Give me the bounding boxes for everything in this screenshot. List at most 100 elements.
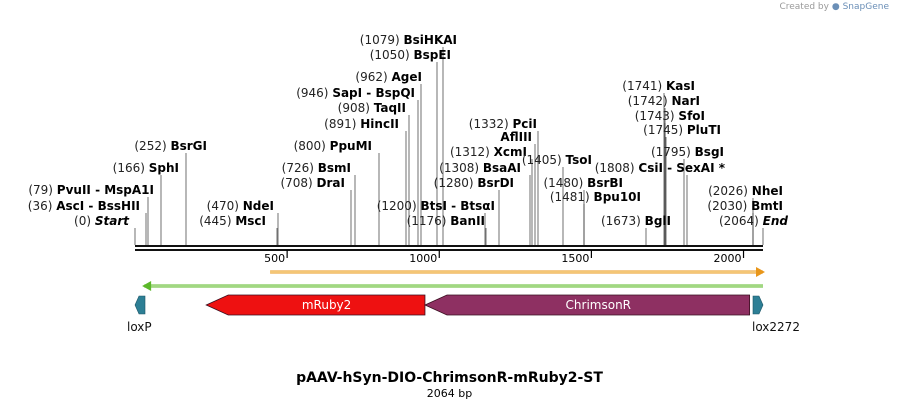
site-label-hincii: (891) HincII — [324, 117, 399, 131]
site-label-csii: (1808) CsiI - SexAI * — [595, 161, 726, 175]
site-position: (2064) — [719, 214, 763, 228]
site-label-text: (252) BsrGI — [134, 139, 207, 153]
site-position: (0) — [74, 214, 95, 228]
site-position: (962) — [355, 70, 391, 84]
site-label-text: (0) Start — [74, 214, 130, 228]
site-label-pluti: (1745) PluTI — [643, 123, 721, 137]
site-label-bspei: (1050) BspEI — [370, 48, 451, 62]
chrimsonr-arrow — [423, 294, 751, 316]
site-label-text: (1795) BsgI — [651, 145, 724, 159]
site-enzyme-name: BsrGI — [170, 139, 207, 153]
site-enzyme-name: NdeI — [243, 199, 274, 213]
site-enzyme-name: BsrBI — [587, 176, 623, 190]
site-label-text: (1176) BanII — [407, 214, 485, 228]
site-label-asci: (36) AscI - BssHII — [28, 199, 140, 213]
site-label-bsrgi: (252) BsrGI — [134, 139, 207, 153]
site-enzyme-name: BsgI — [695, 145, 724, 159]
site-label-text: (1742) NarI — [628, 94, 700, 108]
site-label-text: (1745) PluTI — [643, 123, 721, 137]
site-enzyme-name: Start — [95, 214, 130, 228]
site-label-agei: (962) AgeI — [355, 70, 422, 84]
chrimsonr-label: ChrimsonR — [566, 298, 631, 312]
site-label-bsrdi: (1280) BsrDI — [434, 176, 514, 190]
map-title: pAAV-hSyn-DIO-ChrimsonR-mRuby2-ST — [296, 370, 603, 386]
site-enzyme-name: Bpu10I — [594, 190, 641, 204]
site-label-bsgi: (1795) BsgI — [651, 145, 724, 159]
site-position: (470) — [207, 199, 243, 213]
site-enzyme-name: BanII — [450, 214, 485, 228]
site-label-xcmi: (1312) XcmI — [450, 145, 527, 159]
site-position: (2030) — [707, 199, 751, 213]
site-label-text: (726) BsmI — [282, 161, 351, 175]
site-enzyme-name: AscI - BssHII — [56, 199, 140, 213]
site-label-end: (2064) End — [719, 214, 788, 228]
site-position: (908) — [338, 101, 374, 115]
site-label-text: (1481) Bpu10I — [550, 190, 641, 204]
site-label-text: (2064) End — [719, 214, 788, 228]
site-enzyme-name: PciI — [513, 117, 538, 131]
site-position: (1050) — [370, 48, 414, 62]
site-enzyme-name: BglI — [645, 214, 671, 228]
site-label-text: (1741) KasI — [622, 79, 695, 93]
site-label-taqii: (908) TaqII — [338, 101, 406, 115]
site-enzyme-name: TsoI — [566, 153, 592, 167]
site-enzyme-name: XcmI — [494, 145, 527, 159]
site-label-text: (908) TaqII — [338, 101, 406, 115]
site-position: (1079) — [360, 33, 404, 47]
site-label-text: (946) SapI - BspQI — [296, 86, 415, 100]
site-label-text: (2026) NheI — [708, 184, 783, 198]
site-enzyme-name: End — [763, 214, 789, 228]
site-position: (1332) — [469, 117, 513, 131]
site-label-text: (166) SphI — [113, 161, 179, 175]
ruler-tick-label: 2000 — [714, 252, 742, 265]
site-label-sapi: (946) SapI - BspQI — [296, 86, 415, 100]
site-label-pcii: (1332) PciI — [469, 117, 537, 131]
site-label-text: (79) PvuII - MspA1I — [28, 183, 154, 197]
site-enzyme-name: PluTI — [687, 123, 721, 137]
site-enzyme-name: BsaAI — [483, 161, 521, 175]
site-enzyme-name: KasI — [666, 79, 695, 93]
site-label-bpu10i: (1481) Bpu10I — [550, 190, 641, 204]
site-enzyme-name: BmtI — [751, 199, 783, 213]
mruby2-label: mRuby2 — [302, 298, 351, 312]
site-label-text: (1050) BspEI — [370, 48, 451, 62]
site-position: (79) — [28, 183, 56, 197]
site-label-text: (1405) TsoI — [522, 153, 592, 167]
ruler-tick-label: 500 — [264, 252, 285, 265]
site-label-ndei: (470) NdeI — [207, 199, 274, 213]
site-enzyme-name: PpuMI — [330, 139, 372, 153]
site-label-text: (470) NdeI — [207, 199, 274, 213]
site-label-bsaai: (1308) BsaAI — [439, 161, 521, 175]
site-position: (445) — [199, 214, 235, 228]
orf-arrowhead — [142, 281, 152, 291]
site-enzyme-name: TaqII — [374, 101, 406, 115]
site-position: (1308) — [439, 161, 483, 175]
site-label-text: (1808) CsiI - SexAI * — [595, 161, 726, 175]
site-position: (1808) — [595, 161, 639, 175]
site-label-ppumi: (800) PpuMI — [294, 139, 372, 153]
map-length: 2064 bp — [426, 387, 473, 400]
site-position: (726) — [282, 161, 318, 175]
site-label-sphi: (166) SphI — [113, 161, 179, 175]
site-label-text: (1200) BtsI - BtsαI — [377, 199, 495, 213]
site-label-text: (1308) BsaAI — [439, 161, 521, 175]
site-label-text: (1673) BglI — [601, 214, 671, 228]
site-position: (946) — [296, 86, 332, 100]
site-leader-lines — [134, 47, 764, 245]
site-enzyme-name: BtsI - BtsαI — [420, 199, 495, 213]
site-label-tsoi: (1405) TsoI — [522, 153, 592, 167]
site-label-bsmi: (726) BsmI — [282, 161, 351, 175]
site-label-bmti: (2030) BmtI — [707, 199, 783, 213]
site-label-text: (1332) PciI — [469, 117, 537, 131]
site-label-afliii: AflIII — [500, 130, 532, 144]
site-label-text: (891) HincII — [324, 117, 399, 131]
site-position: (1481) — [550, 190, 594, 204]
site-enzyme-name: SfoI — [678, 109, 705, 123]
site-label-bsihkai: (1079) BsiHKAI — [360, 33, 457, 47]
site-position: (1280) — [434, 176, 478, 190]
site-enzyme-name: BsmI — [318, 161, 351, 175]
site-label-text: (1280) BsrDI — [434, 176, 514, 190]
orf-arrowhead — [756, 267, 765, 277]
